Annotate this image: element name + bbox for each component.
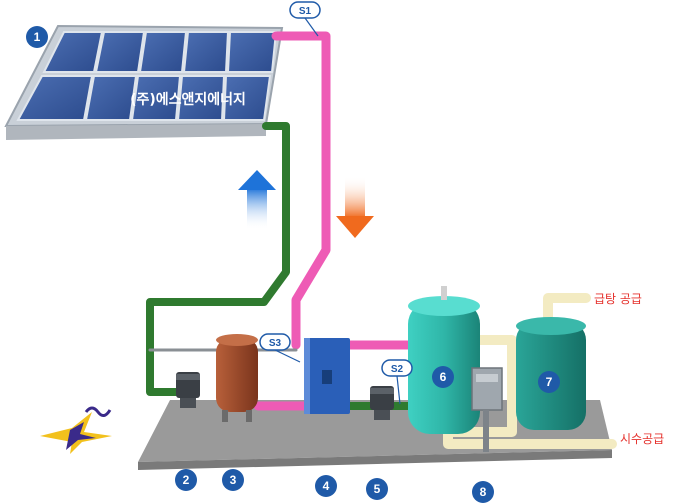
badge-number-1: 1: [34, 30, 41, 44]
sensor-label-s3: S3: [269, 338, 282, 349]
company-logo-icon: [40, 406, 112, 454]
sensor-label-s1: S1: [299, 6, 312, 17]
sensor-tag-s3: S3: [259, 333, 301, 363]
component-badge-8: 8: [472, 481, 494, 503]
heat-storage-tank: [408, 286, 480, 434]
circulation-pump-5: [370, 386, 394, 420]
return-pipe: [146, 122, 290, 396]
component-badge-2: 2: [175, 469, 197, 491]
component-badge-5: 5: [366, 478, 388, 500]
badge-number-3: 3: [230, 473, 237, 487]
solar-collector-panel: (주)에스앤지에너지: [4, 24, 284, 140]
up-flow-arrow-icon: [238, 170, 276, 230]
component-badge-1: 1: [26, 26, 48, 48]
sensor-tag-s2: S2: [381, 359, 413, 405]
badge-number-5: 5: [374, 482, 381, 496]
component-badge-7: 7: [538, 371, 560, 393]
badge-number-4: 4: [323, 479, 330, 493]
component-badge-6: 6: [432, 366, 454, 388]
plate-heat-exchanger: [304, 338, 350, 414]
hot-water-supply-label: 급탕 공급: [594, 292, 642, 306]
company-label: (주)에스앤지에너지: [130, 91, 246, 108]
cold-water-supply-label: 시수공급: [620, 432, 664, 446]
badge-number-8: 8: [480, 485, 487, 499]
hot-supply-pipe: [271, 31, 331, 350]
sensor-label-s2: S2: [391, 364, 404, 375]
hot-water-outlet-pipe: [543, 293, 591, 327]
expansion-tank: [216, 334, 258, 422]
badge-number-6: 6: [440, 370, 447, 384]
component-badge-3: 3: [222, 469, 244, 491]
component-badge-4: 4: [315, 475, 337, 497]
badge-number-2: 2: [183, 473, 190, 487]
circulation-pump-2: [176, 372, 200, 408]
badge-number-7: 7: [546, 375, 553, 389]
sensor-tag-s1: S1: [289, 1, 321, 37]
cold-water-pipe: [443, 427, 617, 449]
down-flow-arrow-icon: [336, 176, 374, 238]
control-panel: [471, 367, 503, 452]
